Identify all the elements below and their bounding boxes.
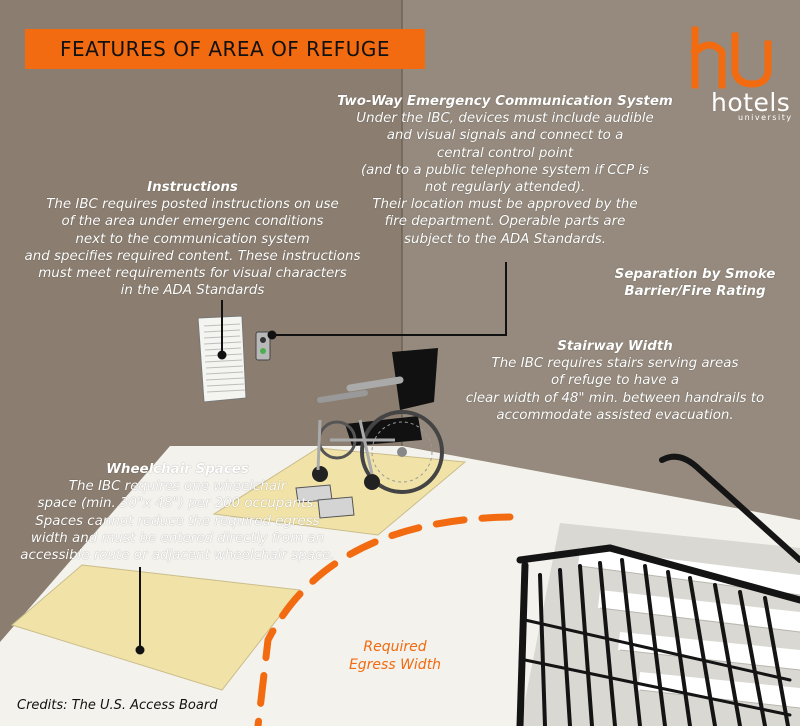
separation-callout: Separation by Smoke Barrier/Fire Rating	[600, 266, 790, 300]
callout-line: not regularly attended).	[424, 180, 586, 196]
front-railing	[516, 544, 800, 726]
callout-line: Under the IBC, devices must include audi…	[356, 111, 654, 127]
callout-line: Separation by Smoke	[614, 267, 776, 282]
callout-line: clear width of 48" min. between handrail…	[465, 390, 765, 406]
callout-line: accessible route or adjacent wheelchair …	[20, 548, 335, 564]
callout-line: central control point	[436, 145, 574, 161]
callout-line: (and to a public telephone system if CCP…	[360, 162, 650, 178]
stairway-width-heading: Stairway Width	[557, 339, 673, 354]
callout-line: of the area under emergenc conditions	[61, 214, 324, 230]
callout-line: Barrier/Fire Rating	[624, 284, 766, 300]
callout-line: of refuge to have a	[550, 373, 680, 389]
logo-subtitle: university	[738, 113, 793, 122]
two-way-communication-heading: Two-Way Emergency Communication System	[337, 94, 673, 109]
egress-label-line: Required	[363, 639, 427, 655]
title-banner: FEATURES OF AREA OF REFUGE	[25, 29, 425, 69]
callout-line: Spaces cannot reduce the required egress	[35, 513, 320, 529]
wheelchair-spaces-heading: Wheelchair Spaces	[106, 462, 249, 477]
page-title: FEATURES OF AREA OF REFUGE	[60, 37, 390, 61]
callout-line: Their location must be approved by the	[372, 197, 638, 213]
instructions-heading: Instructions	[147, 180, 238, 195]
callout-line: next to the communication system	[75, 231, 310, 247]
two-way-communication-callout: Two-Way Emergency Communication System U…	[320, 93, 690, 248]
side-wall	[402, 0, 800, 525]
callout-line: The IBC requires posted instructions on …	[46, 197, 339, 213]
communication-device	[255, 331, 271, 361]
egress-width-arc	[254, 513, 514, 726]
wheelchair	[295, 348, 444, 519]
callout-line: and specifies required content. These in…	[24, 248, 361, 264]
wheelchair-space-back	[212, 447, 467, 536]
callout-dot-instructions	[217, 350, 227, 360]
egress-label-line: Egress Width	[348, 657, 442, 673]
wall-handrail	[659, 453, 800, 563]
callout-line: The IBC requires one wheelchair	[68, 479, 287, 495]
callout-line: The IBC requires stairs serving areas	[491, 356, 739, 372]
callout-line: must meet requirements for visual charac…	[38, 266, 347, 282]
hotels-university-logo-mark	[690, 26, 772, 89]
callout-line: in the ADA Standards	[120, 283, 265, 299]
callout-line: space (min. 30"x 48") per 200 occupants.	[37, 496, 318, 512]
callout-line: fire department. Operable parts are	[384, 214, 626, 230]
callout-lines	[139, 262, 507, 650]
callout-line: width and must be entered directly from …	[30, 530, 325, 546]
callout-line: accommodate assisted evacuation.	[496, 407, 734, 423]
wheelchair-space-front	[10, 564, 301, 691]
stairway-width-callout: Stairway Width The IBC requires stairs s…	[440, 338, 790, 424]
logo-name: hotels	[711, 88, 791, 117]
callout-line: subject to the ADA Standards.	[404, 231, 606, 247]
callout-dot-wheelchair-space	[135, 645, 145, 655]
instructions-callout: Instructions The IBC requires posted ins…	[10, 179, 375, 299]
callout-dot-comm	[267, 330, 277, 340]
credits: Credits: The U.S. Access Board	[17, 698, 218, 713]
required-egress-width-label: Required Egress Width	[330, 638, 460, 674]
wheelchair-spaces-callout: Wheelchair Spaces The IBC requires one w…	[5, 461, 350, 564]
callout-line: and visual signals and connect to a	[386, 128, 624, 144]
